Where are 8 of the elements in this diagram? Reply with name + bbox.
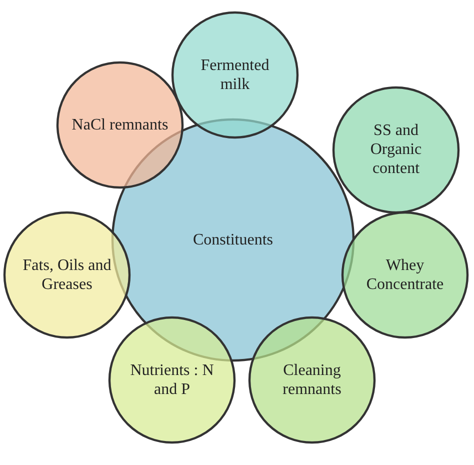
node-label: Cleaning remnants bbox=[282, 360, 342, 400]
node-label: Fermented milk bbox=[200, 56, 270, 94]
node-label: SS and Organic content bbox=[369, 121, 423, 179]
node-label: Nutrients : N and P bbox=[129, 360, 215, 400]
node-label: Whey Concentrate bbox=[365, 256, 445, 294]
node-label: Fats, Oils and Greases bbox=[22, 256, 112, 294]
node-label: Constituents bbox=[192, 230, 274, 250]
node-label: NaCl remnants bbox=[70, 115, 170, 135]
